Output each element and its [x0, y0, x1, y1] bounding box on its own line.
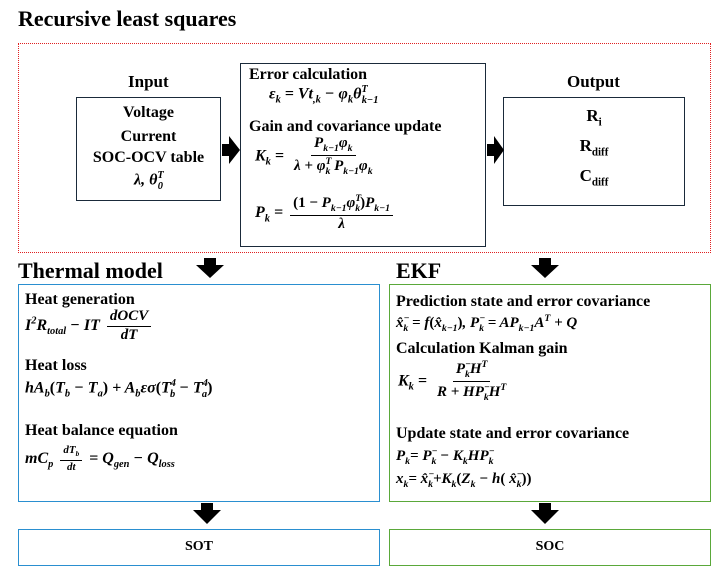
heat-loss-equation: hAb(Tb − Ta) + Abεσ(T4b − T4a)	[25, 378, 213, 400]
update-heading: Update state and error covariance	[396, 425, 630, 442]
heat-loss-heading: Heat loss	[25, 357, 87, 374]
input-params: λ, θT0	[134, 170, 164, 192]
sot-box: SOT	[18, 529, 380, 566]
ekf-title: EKF	[396, 258, 442, 283]
arrow-right-icon	[222, 136, 240, 164]
gain-covariance-heading: Gain and covariance update	[249, 118, 442, 135]
error-equation: εk = Vt,k − φkθTk−1	[269, 84, 379, 106]
rls-center-box: Error calculation εk = Vt,k − φkθTk−1 Ga…	[240, 63, 486, 247]
output-rdiff: Rdiff	[579, 136, 609, 159]
soc-label: SOC	[535, 539, 565, 554]
prediction-heading: Prediction state and error covariance	[396, 293, 651, 310]
heat-balance-heading: Heat balance equation	[25, 422, 178, 439]
input-current: Current	[120, 128, 177, 145]
thermal-title: Thermal model	[18, 258, 163, 283]
covariance-update-equation: Pk= P−k − KkHP−k	[396, 446, 495, 467]
arrow-right-icon	[487, 136, 504, 164]
arrow-down-icon	[531, 503, 559, 524]
output-box: Ri Rdiff Cdiff	[503, 97, 685, 206]
arrow-down-icon	[531, 258, 559, 278]
kalman-gain-heading: Calculation Kalman gain	[396, 340, 568, 357]
input-voltage: Voltage	[123, 104, 174, 121]
input-heading: Input	[128, 72, 169, 91]
input-soc-ocv: SOC-OCV table	[92, 149, 205, 166]
arrow-down-icon	[196, 258, 224, 278]
ekf-box: Prediction state and error covariance x̂…	[389, 284, 711, 502]
output-ri: Ri	[586, 106, 602, 129]
output-heading: Output	[567, 72, 620, 91]
state-update-equation: xk= x̂−k+Kk(Zk − h( x̂−k))	[396, 469, 532, 490]
heat-generation-heading: Heat generation	[25, 291, 135, 308]
prediction-equation: x̂−k = f(x̂k−1), P−k = APk−1AT + Q	[396, 313, 578, 334]
error-calculation-heading: Error calculation	[249, 66, 368, 83]
soc-box: SOC	[389, 529, 711, 566]
output-cdiff: Cdiff	[579, 166, 609, 189]
arrow-down-icon	[193, 503, 221, 524]
sot-label: SOT	[184, 539, 213, 554]
rls-title: Recursive least squares	[18, 6, 237, 31]
input-box: Voltage Current SOC-OCV table λ, θT0	[76, 97, 221, 201]
